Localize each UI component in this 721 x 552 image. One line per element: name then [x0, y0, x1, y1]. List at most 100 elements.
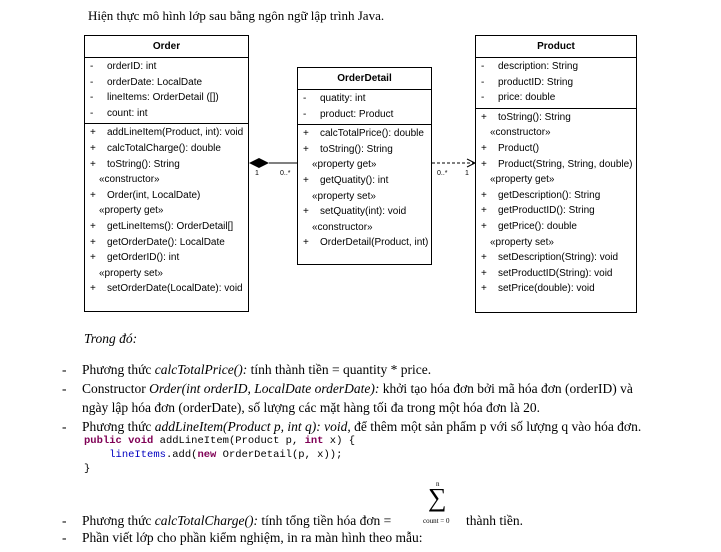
- class-member: + OrderDetail(Product, int): [298, 235, 431, 251]
- member-signature: setDescription(String): void: [498, 252, 619, 264]
- member-signature: calcTotalCharge(): double: [107, 142, 221, 154]
- code-text: addLineItem(Product p,: [153, 435, 305, 447]
- class-member: +Product(): [476, 141, 636, 157]
- bullet-5: Phần viết lớp cho phần kiểm nghiệm, in r…: [82, 530, 423, 545]
- member-signature: Product(String, String, double): [498, 158, 633, 170]
- intro-text: Hiện thực mô hình lớp sau bằng ngôn ngữ …: [88, 8, 385, 23]
- visibility-symbol: +: [303, 237, 309, 249]
- stereotype-label: «property get»: [99, 205, 164, 217]
- association-arrowhead: [466, 158, 477, 168]
- class-member: + getOrderID(): int: [85, 250, 248, 266]
- bullet-4-tail: thành tiền.: [466, 513, 523, 528]
- code-text: x) {: [323, 435, 355, 447]
- visibility-symbol: +: [303, 206, 309, 218]
- class-member: +getOrderDate(): LocalDate: [85, 235, 248, 251]
- stereotype-label: «property set»: [99, 267, 163, 279]
- member-signature: getOrderID(): int: [107, 252, 180, 264]
- bullet-text: Phương thức: [82, 513, 155, 528]
- visibility-symbol: +: [303, 174, 309, 186]
- class-member: + getProductID(): String: [476, 203, 636, 219]
- class-member: -quatity: int: [298, 91, 431, 107]
- stereotype-label: «constructor»: [312, 221, 373, 233]
- member-signature: getQuatity(): int: [320, 174, 389, 186]
- member-signature: OrderDetail(Product, int): [320, 237, 429, 249]
- visibility-symbol: -: [90, 61, 94, 72]
- multiplicity-label: 1: [465, 170, 469, 177]
- visibility-symbol: +: [90, 127, 96, 139]
- member-signature: orderDate: LocalDate: [107, 76, 203, 88]
- class-member: + calcTotalCharge(): double: [85, 141, 248, 157]
- bullet-text: Phương thức: [82, 362, 155, 377]
- member-signature: setQuatity(int): void: [320, 206, 407, 218]
- class-member: + Product(String, String, double): [476, 157, 636, 173]
- member-signature: quatity: int: [320, 93, 366, 104]
- bullet-4: Phương thức calcTotalCharge(): tính tổng…: [82, 513, 391, 529]
- visibility-symbol: +: [481, 267, 487, 279]
- code-line-2: lineItems.add(new OrderDetail(p, x));: [84, 449, 342, 461]
- stereotype-label: «constructor»: [490, 127, 551, 139]
- stereotype-label: «property set»: [490, 236, 554, 248]
- class-member: -lineItems: OrderDetail ([]): [85, 90, 248, 106]
- visibility-symbol: +: [90, 220, 96, 232]
- visibility-symbol: -: [90, 107, 94, 119]
- member-signature: toString(): String: [107, 158, 180, 170]
- class-member: +getDescription(): String: [476, 188, 636, 204]
- bullet-text: tính tổng tiền hóa đơn =: [258, 513, 392, 528]
- attributes-section: -description: String-productID: String-p…: [476, 58, 636, 109]
- visibility-symbol: +: [303, 143, 309, 155]
- member-signature: product: Product: [320, 108, 394, 120]
- visibility-symbol: +: [90, 283, 96, 295]
- member-signature: getProductID(): String: [498, 205, 595, 217]
- class-member: - count: int: [85, 106, 248, 122]
- attributes-section: -quatity: int- product: Product: [298, 90, 431, 126]
- multiplicity-label: 0..*: [280, 170, 291, 177]
- sigma-symbol: ∑: [428, 483, 447, 512]
- class-member: -productID: String: [476, 75, 636, 91]
- code-line-1: public void addLineItem(Product p, int x…: [84, 435, 355, 447]
- member-signature: setPrice(double): void: [498, 283, 595, 295]
- method-name: addLineItem(Product p, int q): void: [154, 419, 348, 434]
- visibility-symbol: +: [90, 142, 96, 154]
- visibility-symbol: +: [90, 252, 96, 264]
- method-name: calcTotalCharge():: [154, 513, 259, 528]
- code-keyword: void: [128, 435, 154, 447]
- visibility-symbol: +: [90, 158, 96, 170]
- class-title: Product: [476, 36, 636, 58]
- visibility-symbol: +: [481, 252, 487, 264]
- class-member: + addLineItem(Product, int): void: [85, 125, 248, 141]
- class-member: +setOrderDate(LocalDate): void: [85, 281, 248, 297]
- class-title: Order: [85, 36, 248, 58]
- visibility-symbol: -: [481, 76, 485, 88]
- methods-section: + addLineItem(Product, int): void + calcTot…: [85, 124, 248, 299]
- class-member: +toString(): String: [476, 110, 636, 126]
- class-member: - product: Product: [298, 107, 431, 123]
- bullet-dash: -: [62, 530, 67, 545]
- member-signature: orderID: int: [107, 61, 157, 72]
- member-signature: count: int: [107, 107, 148, 119]
- member-signature: setProductID(String): void: [498, 267, 613, 279]
- visibility-symbol: +: [481, 111, 487, 123]
- composition-diamond: [249, 158, 269, 168]
- uml-class-order: Order - orderID: int - orderDate: LocalDate…: [84, 35, 249, 312]
- bullet-text: Phương thức: [82, 419, 155, 434]
- class-title: OrderDetail: [298, 68, 431, 90]
- class-member: +calcTotalPrice(): double: [298, 126, 431, 142]
- bullet-dash: -: [62, 513, 67, 528]
- member-signature: getPrice(): double: [498, 220, 577, 232]
- visibility-symbol: -: [303, 108, 307, 120]
- visibility-symbol: -: [481, 92, 485, 104]
- multiplicity-label: 1: [255, 170, 259, 177]
- member-signature: addLineItem(Product, int): void: [107, 127, 244, 139]
- visibility-symbol: +: [481, 205, 487, 217]
- bullet-dash: -: [62, 362, 67, 377]
- stereotype-label: «property set»: [312, 190, 376, 202]
- trong-do-label: Trong đó:: [84, 331, 138, 346]
- class-member: -description: String: [476, 59, 636, 75]
- visibility-symbol: +: [481, 220, 487, 232]
- class-member: +Order(int, LocalDate): [85, 188, 248, 204]
- visibility-symbol: -: [481, 61, 485, 72]
- member-signature: price: double: [498, 92, 556, 104]
- visibility-symbol: +: [481, 158, 487, 170]
- class-member: + setQuatity(int): void: [298, 204, 431, 220]
